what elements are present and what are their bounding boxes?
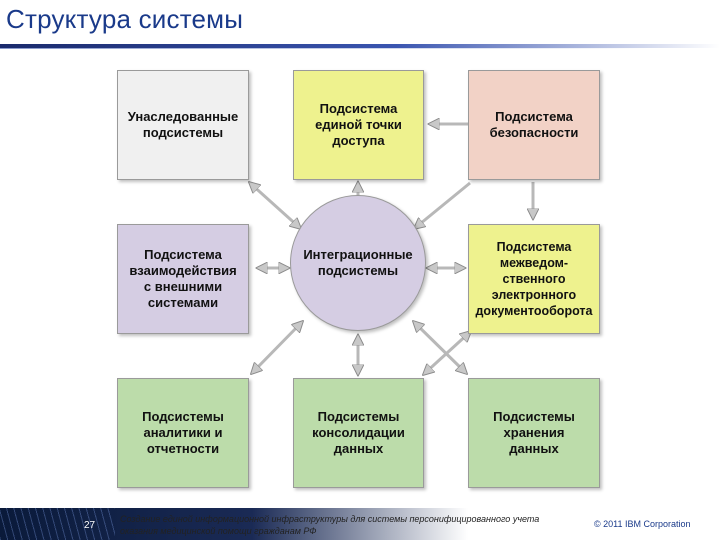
footer-decoration <box>0 508 115 540</box>
arrow-storage-center <box>414 322 466 373</box>
box-legacy-label: Унаследованные подсистемы <box>127 109 239 140</box>
box-external-interaction: Подсистема взаимодействия с внешними сис… <box>117 224 249 334</box>
arrow-legacy-center <box>250 183 300 228</box>
footer-bar <box>0 508 720 540</box>
box-legacy-subsystems: Унаследованные подсистемы <box>117 70 249 180</box>
arrow-edoc-consolidation <box>424 332 470 374</box>
box-edoc: Подсистема межведом- ственного электронн… <box>468 224 600 334</box>
box-external-label: Подсистема взаимодействия с внешними сис… <box>129 247 237 310</box>
box-access-point-label: Подсистема единой точки доступа <box>315 101 402 148</box>
box-storage-label: Подсистемы хранения данных <box>493 409 575 456</box>
box-storage: Подсистемы хранения данных <box>468 378 600 488</box>
arrow-analytics-center <box>252 322 302 373</box>
box-analytics-label: Подсистемы аналитики и отчетности <box>142 409 224 456</box>
title-rule-shadow <box>0 48 720 49</box>
box-consolidation-label: Подсистемы консолидации данных <box>312 409 405 456</box>
box-security: Подсистема безопасности <box>468 70 600 180</box>
box-analytics: Подсистемы аналитики и отчетности <box>117 378 249 488</box>
box-access-point: Подсистема единой точки доступа <box>293 70 424 180</box>
page-number: 27 <box>84 520 96 531</box>
arrow-security-center <box>415 181 471 228</box>
footer-text: Создание единой информационной инфрастру… <box>120 514 540 536</box>
circle-integration: Интеграционные подсистемы <box>290 195 426 331</box>
box-consolidation: Подсистемы консолидации данных <box>293 378 424 488</box>
box-security-label: Подсистема безопасности <box>489 109 579 140</box>
circle-integration-label: Интеграционные подсистемы <box>303 247 413 278</box>
slide-title: Структура системы <box>6 4 244 34</box>
box-edoc-label: Подсистема межведом- ственного электронн… <box>475 240 593 318</box>
copyright: © 2011 IBM Corporation <box>594 519 691 529</box>
title-rule <box>0 44 720 48</box>
